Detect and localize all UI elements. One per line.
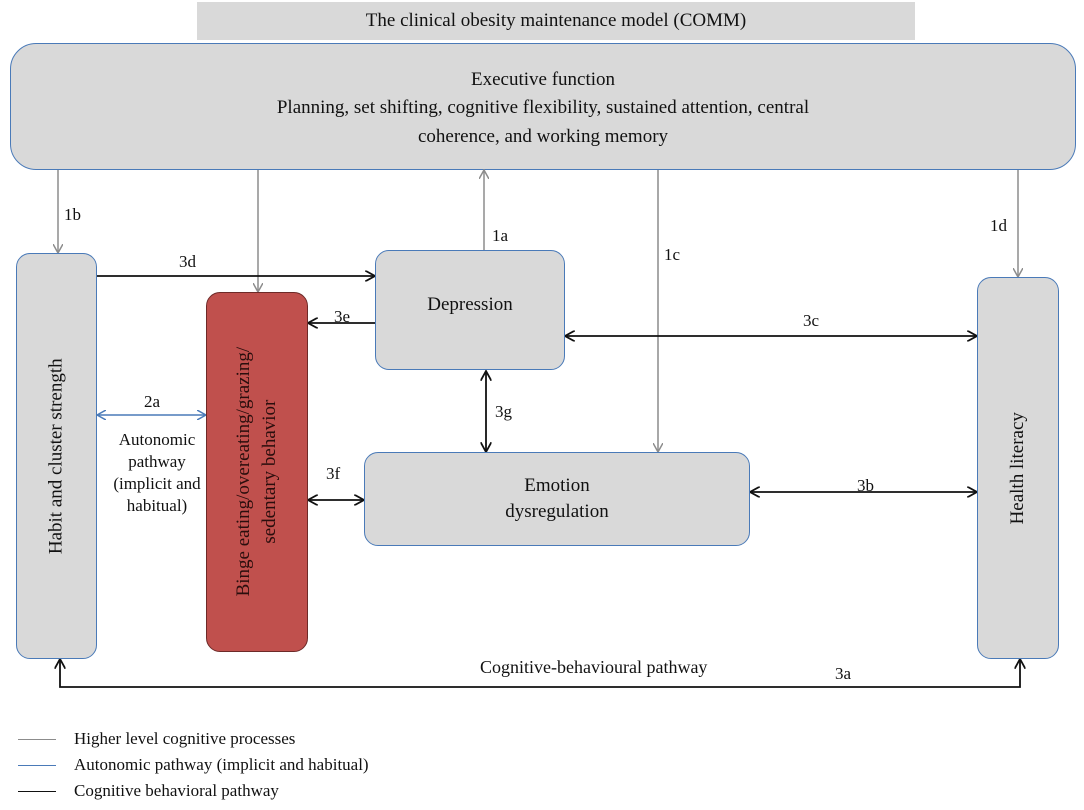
emotion-dysregulation-line-2: dysregulation [505,501,609,522]
habit-cluster-strength-label: Habit and cluster strength [45,358,67,554]
executive-function-heading: Executive function [470,68,616,90]
autonomic-note-line-2: pathway [128,452,186,472]
legend-item-cognitive: Cognitive behavioral pathway [18,781,279,801]
edge-label-1c: 1c [664,245,681,264]
binge-eating-label: Binge eating/overeating/grazing/ sedenta… [231,347,282,597]
health-literacy-box: Health literacy [977,277,1059,659]
edge-label-3b: 3b [857,476,874,495]
legend-swatch-black [18,790,56,792]
edge-label-1b: 1b [64,205,81,224]
edge-label-2a: 2a [144,392,161,411]
executive-function-line-2: coherence, and working memory [417,125,669,147]
depression-box: Depression [375,250,565,370]
legend-swatch-gray [18,738,56,740]
edge-label-3a: 3a [835,664,852,683]
cognitive-behavioural-pathway-label: Cognitive-behavioural pathway [480,657,708,677]
legend-label-autonomic: Autonomic pathway (implicit and habitual… [74,755,369,774]
edge-label-1a: 1a [492,226,509,245]
habit-cluster-strength-box: Habit and cluster strength [16,253,97,659]
autonomic-note-line-1: Autonomic [118,430,196,449]
emotion-dysregulation-box: Emotion dysregulation [364,452,750,546]
edge-label-3f: 3f [326,464,341,483]
binge-eating-box: Binge eating/overeating/grazing/ sedenta… [206,292,308,652]
binge-eating-label-line-2: sedentary behavior [259,399,280,545]
diagram-title: The clinical obesity maintenance model (… [197,2,915,40]
legend-label-cognitive: Cognitive behavioral pathway [74,781,279,800]
emotion-dysregulation-line-1: Emotion [524,475,590,497]
binge-eating-label-line-1: Binge eating/overeating/grazing/ [233,347,255,597]
legend-item-higher-level: Higher level cognitive processes [18,729,295,749]
legend-swatch-blue [18,764,56,766]
legend-item-autonomic: Autonomic pathway (implicit and habitual… [18,755,369,775]
legend-label-higher-level: Higher level cognitive processes [74,729,296,748]
edge-label-3g: 3g [495,402,512,421]
autonomic-note-line-3: (implicit and [113,474,201,494]
executive-function-line-1: Planning, set shifting, cognitive flexib… [276,97,810,119]
depression-label: Depression [427,293,513,315]
health-literacy-label: Health literacy [1006,411,1028,525]
arrow-3a [60,660,1020,688]
edge-label-1d: 1d [990,216,1007,235]
edge-label-3e: 3e [334,307,351,326]
autonomic-pathway-note: Autonomic pathway (implicit and habitual… [102,429,212,517]
edge-label-3c: 3c [803,311,820,330]
edge-label-3d: 3d [179,252,196,271]
executive-function-box: Executive function Planning, set shiftin… [10,43,1076,170]
autonomic-note-line-4: habitual) [126,496,188,516]
